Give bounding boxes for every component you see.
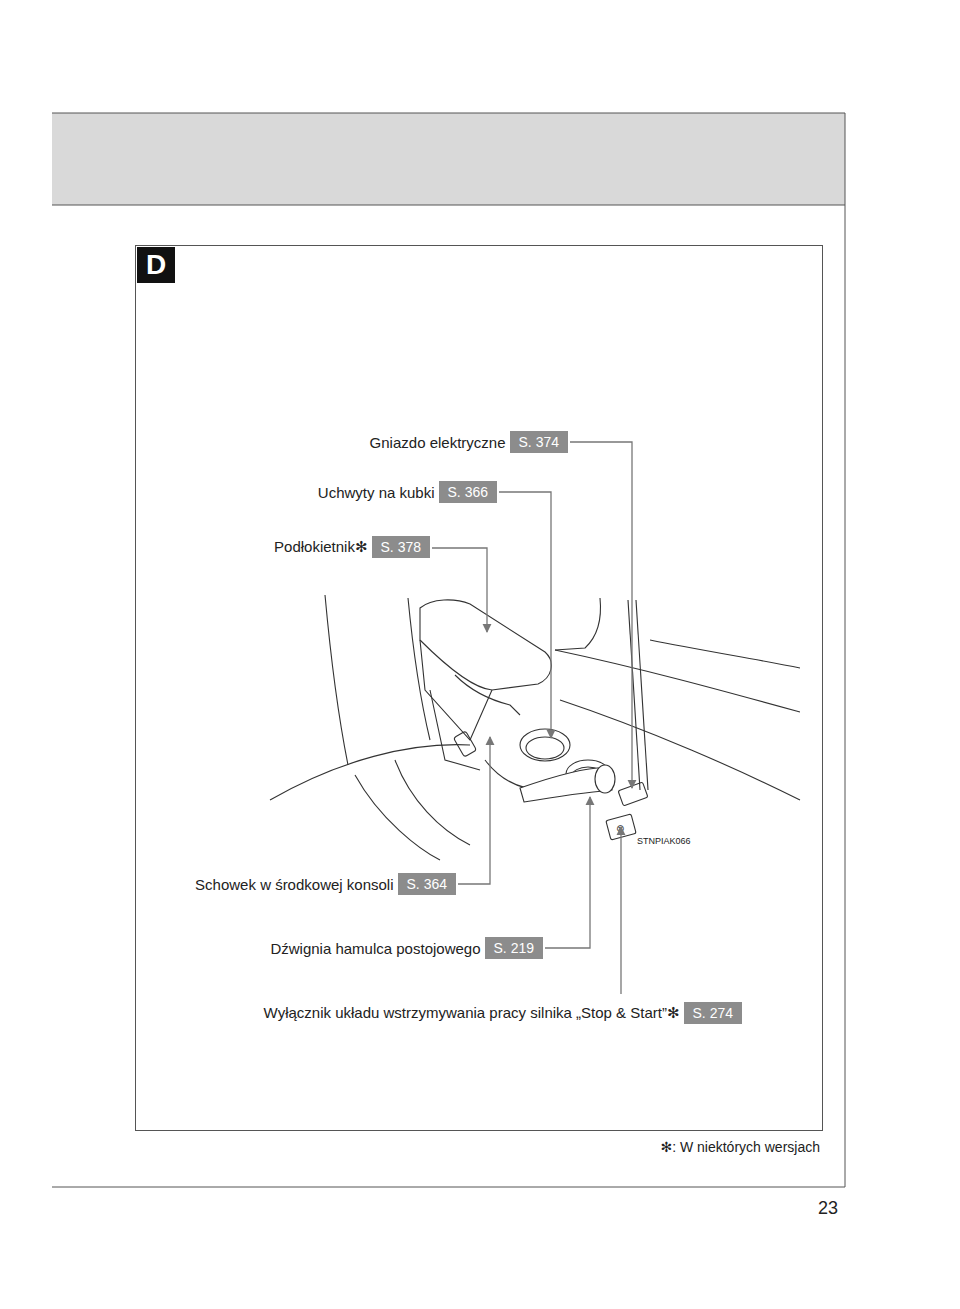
part-name: Uchwyty na kubki <box>318 484 439 501</box>
part-name: Gniazdo elektryczne <box>370 434 510 451</box>
callout: Podłokietnik✻S. 378 <box>274 536 430 558</box>
page-reference: S. 366 <box>439 481 497 503</box>
page-number: 23 <box>818 1198 838 1219</box>
panel-frame <box>136 246 823 1131</box>
page-reference: S. 219 <box>485 937 543 959</box>
figure-code: STNPIAK066 <box>637 836 691 846</box>
header-band <box>52 113 845 205</box>
svg-text:⊗: ⊗ <box>616 823 624 834</box>
page-reference: S. 274 <box>684 1002 742 1024</box>
part-name: Dźwignia hamulca postojowego <box>270 940 484 957</box>
rule <box>845 113 846 1187</box>
callout: Dźwignia hamulca postojowegoS. 219 <box>270 937 543 959</box>
callout: Gniazdo elektryczneS. 374 <box>370 431 568 453</box>
callout: Schowek w środkowej konsoliS. 364 <box>195 873 456 895</box>
callout: Wyłącznik układu wstrzymywania pracy sil… <box>264 1002 742 1024</box>
rule <box>52 1187 845 1188</box>
page-reference: S. 374 <box>510 431 568 453</box>
console-drawing: ⊗ <box>270 595 800 860</box>
page-reference: S. 378 <box>372 536 430 558</box>
footnote: ✻: W niektórych wersjach <box>660 1139 820 1155</box>
section-marker: D <box>137 247 175 283</box>
part-name: Schowek w środkowej konsoli <box>195 876 397 893</box>
rule <box>52 205 845 206</box>
part-name: Wyłącznik układu wstrzymywania pracy sil… <box>264 1004 684 1022</box>
part-name: Podłokietnik✻ <box>274 538 371 556</box>
callout: Uchwyty na kubkiS. 366 <box>318 481 497 503</box>
leader-line <box>432 442 632 994</box>
section-letter: D <box>137 247 175 283</box>
rule <box>52 113 845 114</box>
page-reference: S. 364 <box>398 873 456 895</box>
